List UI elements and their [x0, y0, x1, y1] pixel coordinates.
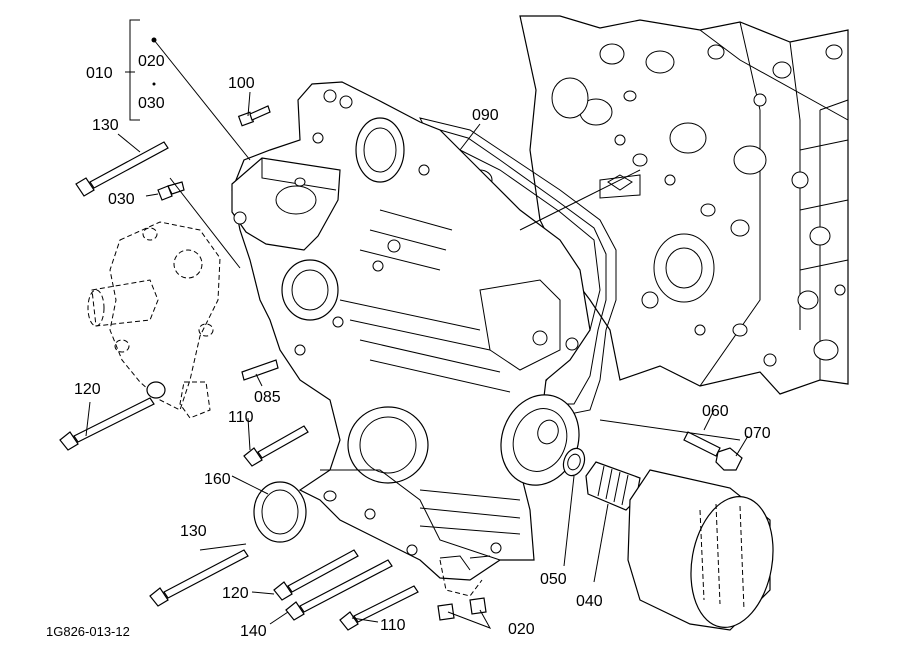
- engine-block: [519, 15, 849, 395]
- drawing-reference-number: 1G826-013-12: [46, 624, 130, 639]
- bolt-110-mid: [243, 425, 309, 467]
- label-120-bottom: 120: [222, 585, 249, 602]
- label-130-top: 130: [92, 117, 119, 134]
- label-140: 140: [240, 623, 267, 640]
- label-030: 030: [108, 191, 135, 208]
- label-160: 160: [204, 471, 231, 488]
- label-060: 060: [702, 403, 729, 420]
- label-070: 070: [744, 425, 771, 442]
- label-050: 050: [540, 571, 567, 588]
- thermostat-housing: [231, 157, 341, 251]
- label-010: 010: [86, 65, 113, 82]
- bolt-120-left: [59, 397, 155, 451]
- bolt-140: [285, 559, 393, 621]
- label-120-left: 120: [74, 381, 101, 398]
- bolt-110-bottom: [339, 585, 419, 631]
- plugs-020-bottom: [437, 597, 487, 621]
- o-ring-050: [562, 447, 586, 477]
- bolt-100: [237, 105, 271, 127]
- label-030-group: 030: [138, 95, 165, 112]
- label-085: 085: [254, 389, 281, 406]
- label-100: 100: [228, 75, 255, 92]
- bullet-dot: [151, 37, 157, 43]
- stud-085: [241, 359, 279, 381]
- bolt-130-top: [75, 141, 169, 197]
- bolt-130-bottom: [149, 549, 249, 607]
- bullet-dot-small: [152, 82, 156, 86]
- nut-070: [715, 447, 743, 471]
- label-020-group: 020: [138, 53, 165, 70]
- bolt-120-bottom: [273, 549, 359, 601]
- label-090: 090: [472, 107, 499, 124]
- oil-seal-160: [253, 481, 307, 543]
- label-020-bottom: 020: [508, 621, 535, 638]
- label-110-mid: 110: [228, 409, 254, 426]
- water-pump: [87, 221, 221, 419]
- leader-lines: [85, 19, 749, 629]
- stud-060: [683, 431, 721, 457]
- oil-filter-bracket: [500, 394, 580, 486]
- label-130-bottom: 130: [180, 523, 207, 540]
- oil-filter-cartridge: [627, 469, 774, 631]
- label-110-bottom: 110: [380, 617, 406, 634]
- plug-030: [157, 181, 185, 201]
- label-040: 040: [576, 593, 603, 610]
